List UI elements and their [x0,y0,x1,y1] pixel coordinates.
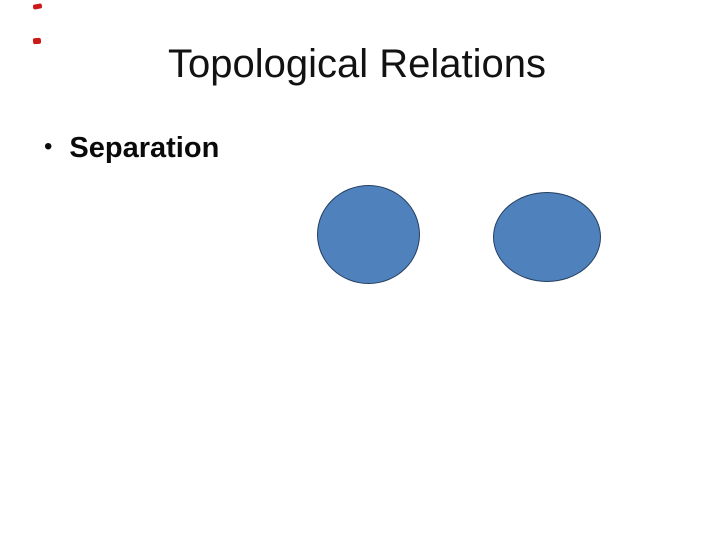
separation-ellipse-right [493,192,601,282]
red-pen-mark-top [32,3,43,10]
slide-title: Topological Relations [168,42,547,86]
bullet-marker: • [44,133,53,160]
bullet-label: Separation [69,132,220,164]
separation-ellipse-left [317,185,420,284]
bullet-item: • Separation [44,128,219,168]
red-pen-mark-bottom [32,37,42,45]
